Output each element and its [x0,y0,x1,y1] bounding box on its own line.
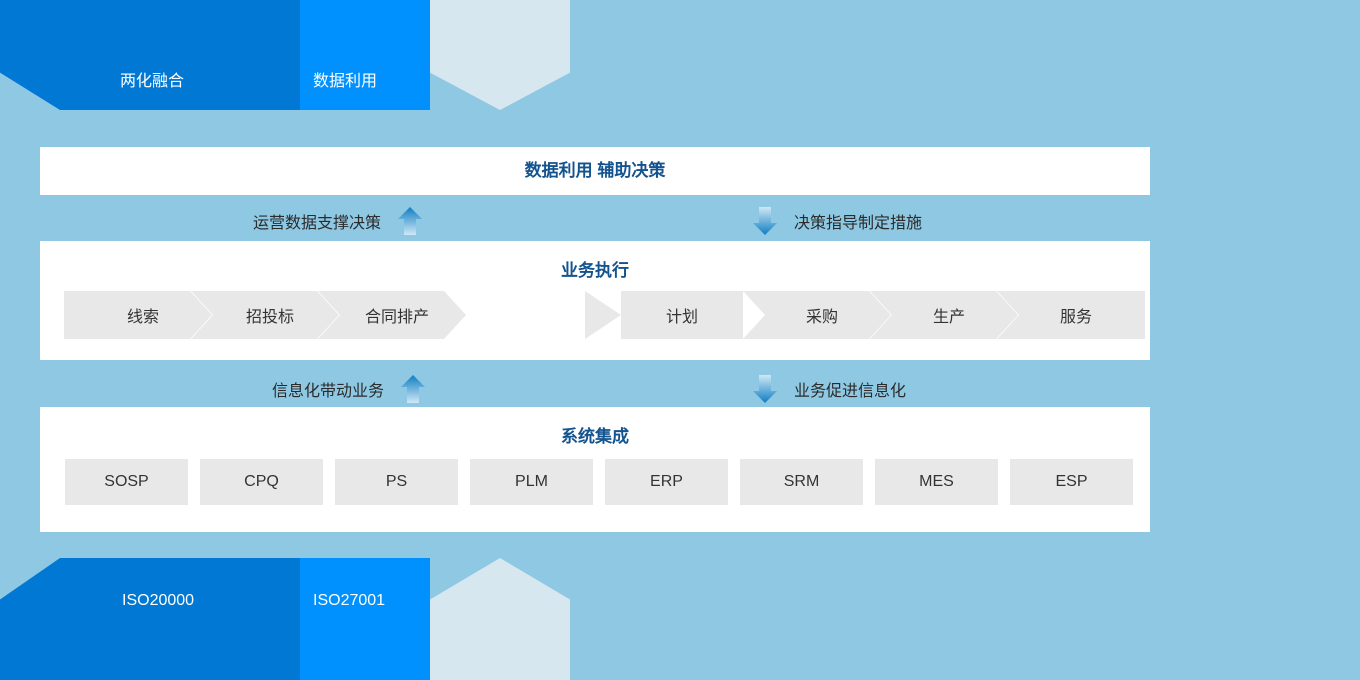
system-box[interactable]: ESP [1010,459,1133,505]
connector-bottom-left: 信息化带动业务 [272,366,426,412]
process-step-label: 服务 [1059,309,1092,326]
connector-bottom-left-label: 信息化带动业务 [272,383,385,400]
process-step-label: 招投标 [245,309,294,326]
process-step-chevron[interactable]: 招投标 [191,291,339,339]
business-steps-left: 线索 招投标 合同排产 [64,291,466,339]
arrow-down-icon [752,206,778,236]
bottom-band-1-label: ISO20000 [122,592,195,609]
bottom-band-2-label: ISO27001 [313,592,386,609]
process-step-chevron[interactable]: 线索 [64,291,212,339]
process-step-label: 线索 [126,309,159,326]
process-step-label: 采购 [805,309,838,326]
connector-top-right-label: 决策指导制定措施 [794,215,923,232]
bottom-band-1[interactable] [0,558,300,680]
arrow-down-icon [752,374,778,404]
process-step-label: 计划 [665,309,698,326]
system-box[interactable]: SOSP [65,459,188,505]
process-step-chevron[interactable]: 采购 [743,291,891,339]
connector-top-left-label: 运营数据支撑决策 [253,215,382,232]
process-arrowhead-icon [585,291,621,339]
systems-panel: 系统集成 SOSP CPQ PS PLM ERP SRM MES ESP [40,407,1150,532]
process-step-chevron[interactable]: 服务 [997,291,1145,339]
arrow-up-icon [400,374,426,404]
top-band-1[interactable] [0,0,300,110]
connector-row-top: 运营数据支撑决策 决策指导制定措施 [0,198,1360,244]
top-band-1-label: 两化融合 [120,73,185,90]
arrow-up-icon [397,206,423,236]
process-step-label: 合同排产 [364,309,429,326]
system-box[interactable]: PS [335,459,458,505]
systems-list: SOSP CPQ PS PLM ERP SRM MES ESP [65,459,1133,505]
top-band-2-label: 数据利用 [313,73,378,90]
bottom-banner: ISO20000 ISO27001 [0,558,1360,680]
business-panel-title: 业务执行 [561,261,629,280]
connector-row-bottom: 信息化带动业务 业务促进信息化 [0,366,1360,412]
connector-top-left: 运营数据支撑决策 [253,198,423,244]
decision-panel: 数据利用 辅助决策 [40,147,1150,195]
bottom-band-3[interactable] [430,558,570,680]
top-band-3[interactable] [430,0,570,110]
business-panel: 业务执行 线索 招投标 合同排产 计划 采购 生产 服务 [40,241,1150,360]
connector-top-right: 决策指导制定措施 [752,198,922,244]
connector-bottom-right: 业务促进信息化 [752,366,906,412]
process-step-chevron[interactable]: 生产 [870,291,1018,339]
system-box[interactable]: SRM [740,459,863,505]
process-step-chevron[interactable]: 合同排产 [318,291,466,339]
system-box[interactable]: MES [875,459,998,505]
system-box[interactable]: ERP [605,459,728,505]
decision-panel-title: 数据利用 辅助决策 [524,161,666,180]
business-steps-right: 计划 采购 生产 服务 [585,291,1145,339]
system-box[interactable]: PLM [470,459,593,505]
system-box[interactable]: CPQ [200,459,323,505]
process-step-label: 生产 [932,309,965,326]
connector-bottom-right-label: 业务促进信息化 [794,383,907,400]
process-step-chevron[interactable]: 计划 [621,291,743,339]
top-banner: 两化融合 数据利用 [0,0,1360,110]
systems-panel-title: 系统集成 [561,427,629,446]
